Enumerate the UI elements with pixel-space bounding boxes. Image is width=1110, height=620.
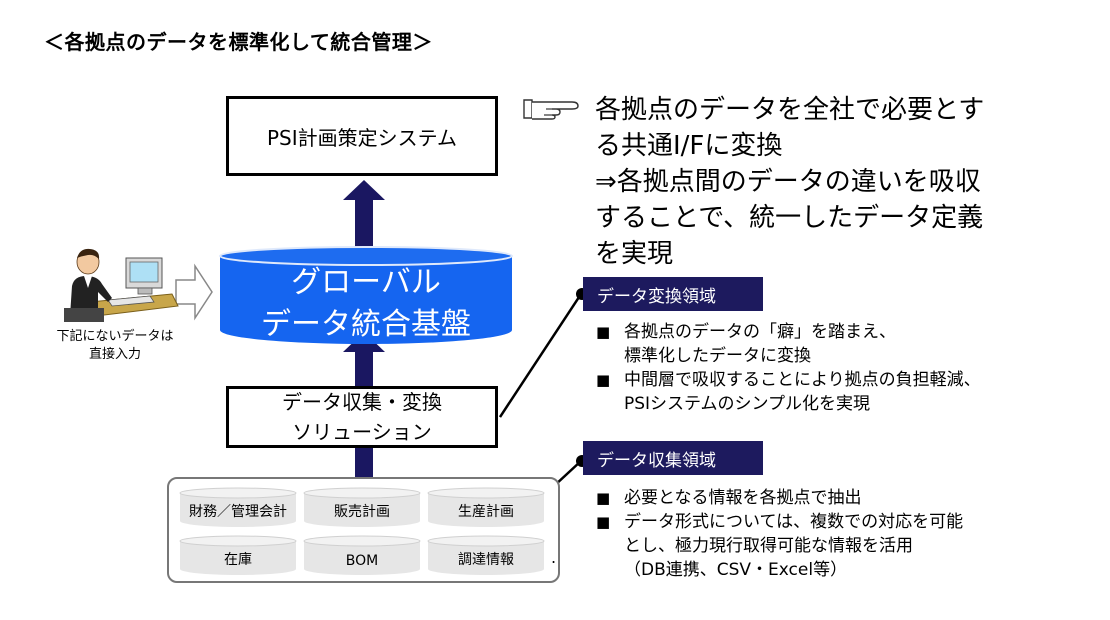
data-collection-bullets: ■ 必要となる情報を各拠点で抽出 ■ データ形式については、複数での対応を可能 … <box>596 486 963 582</box>
bullet-item: ■ 中間層で吸収することにより拠点の負担軽減、 <box>596 368 981 392</box>
bullet-text: 中間層で吸収することにより拠点の負担軽減、 <box>624 370 981 390</box>
data-source-label: 生産計画 <box>458 504 514 520</box>
cylinder-shape <box>427 487 545 527</box>
person-caption: 下記にないデータは 直接入力 <box>40 328 190 364</box>
statement-line: することで、統一したデータ定義 <box>595 203 984 233</box>
bullet-square: ■ <box>596 513 611 531</box>
page-title: ＜各拠点のデータを標準化して統合管理＞ <box>44 30 433 54</box>
cylinder-shape <box>427 535 545 575</box>
data-source-cylinder: 生産計画 <box>427 487 545 529</box>
data-source-label: BOM <box>345 553 379 569</box>
bullet-square: ■ <box>596 371 611 389</box>
cylinder-shape <box>303 535 421 575</box>
up-arrow-icon <box>343 180 385 252</box>
data-source-label: 調達情報 <box>458 552 514 568</box>
bullet-text: データ形式については、複数での対応を可能 <box>624 512 964 532</box>
person-caption-line: 直接入力 <box>88 347 141 362</box>
statement-line: を実現 <box>595 239 674 269</box>
cylinder-shape <box>179 535 297 575</box>
data-source-label: 財務／管理会計 <box>189 504 287 520</box>
main-statement: 各拠点のデータを全社で必要とす る共通I/Fに変換 ⇒各拠点間のデータの違いを吸… <box>595 92 984 272</box>
bullet-continuation: （DB連携、CSV・Excel等） <box>624 560 848 580</box>
bullet-text: 必要となる情報を各拠点で抽出 <box>624 488 862 508</box>
bullet-text: 各拠点のデータの「癖」を踏まえ、 <box>624 322 896 342</box>
cylinder-shape <box>179 487 297 527</box>
converter-label-line: データ収集・変換 <box>282 390 442 414</box>
trailing-dot: . <box>551 548 557 567</box>
data-source-cylinder: BOM <box>303 535 421 577</box>
data-source-cylinder: 調達情報 <box>427 535 545 577</box>
psi-box-label: PSI計画策定システム <box>266 125 458 150</box>
converter-label-line: ソリューション <box>292 420 432 444</box>
statement-line: 各拠点のデータを全社で必要とす <box>595 95 985 125</box>
data-source-cylinder: 財務／管理会計 <box>179 487 297 529</box>
statement-line: ⇒各拠点間のデータの違いを吸収 <box>595 167 981 197</box>
database-label-line: グローバル <box>291 265 441 300</box>
bullet-item: ■ 各拠点のデータの「癖」を踏まえ、 <box>596 320 981 344</box>
data-source-label: 在庫 <box>224 552 252 568</box>
bullet-item: ■ データ形式については、複数での対応を可能 <box>596 510 963 534</box>
bullet-square: ■ <box>596 489 611 507</box>
database-cylinder <box>219 246 513 344</box>
database-label-line: データ統合基盤 <box>261 307 471 342</box>
leader-line <box>498 293 583 418</box>
section-label-text: データ変換領域 <box>597 286 716 307</box>
psi-planning-system-box: PSI計画策定システム <box>226 96 498 176</box>
data-source-label: 販売計画 <box>334 504 390 520</box>
cylinder-shape <box>303 487 421 527</box>
up-arrow-icon <box>355 448 373 477</box>
bullet-continuation: PSIシステムのシンプル化を実現 <box>624 394 871 414</box>
data-conversion-solution-box: データ収集・変換 ソリューション <box>226 386 498 448</box>
bullet-continuation: とし、極力現行取得可能な情報を活用 <box>624 536 913 556</box>
data-conversion-section-label: データ変換領域 <box>583 277 763 311</box>
person-at-computer-icon <box>64 248 179 322</box>
bullet-square: ■ <box>596 323 611 341</box>
bullet-item: ■ 必要となる情報を各拠点で抽出 <box>596 486 963 510</box>
data-collection-section-label: データ収集領域 <box>583 441 763 475</box>
pointing-hand-icon <box>523 99 579 120</box>
person-caption-line: 下記にないデータは <box>56 329 174 344</box>
data-source-cylinder: 販売計画 <box>303 487 421 529</box>
data-conversion-bullets: ■ 各拠点のデータの「癖」を踏まえ、 標準化したデータに変換 ■ 中間層で吸収す… <box>596 320 981 416</box>
up-arrow-icon <box>343 332 385 386</box>
database-label: グローバル データ統合基盤 <box>220 262 512 346</box>
bullet-continuation: 標準化したデータに変換 <box>624 346 811 366</box>
section-label-text: データ収集領域 <box>597 450 716 471</box>
statement-line: る共通I/Fに変換 <box>595 131 783 161</box>
data-source-cylinder: 在庫 <box>179 535 297 577</box>
hollow-right-arrow-icon <box>175 263 213 321</box>
